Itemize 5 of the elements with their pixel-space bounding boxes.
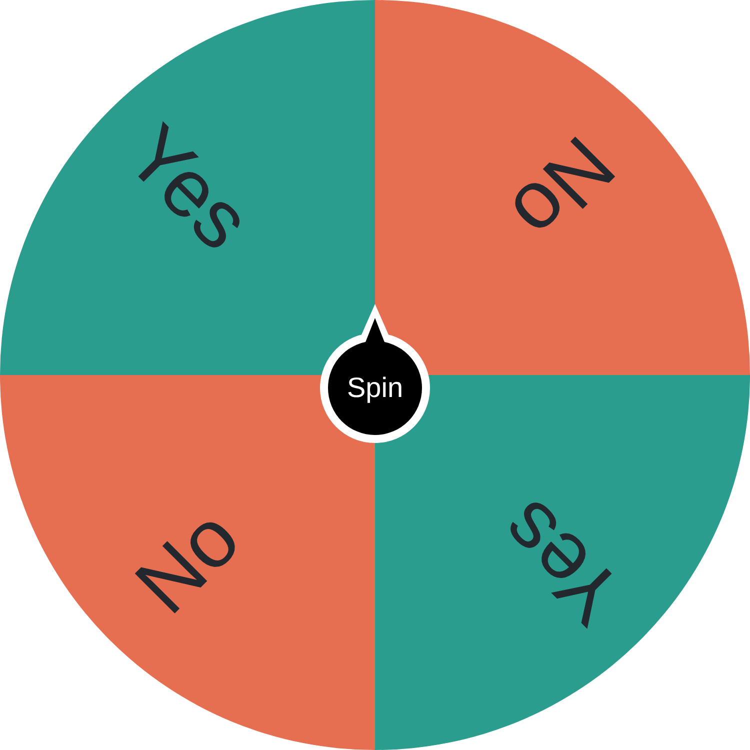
spin-label: Spin bbox=[346, 374, 404, 402]
segment-label: Yes bbox=[111, 111, 264, 264]
segment-label: No bbox=[122, 496, 254, 628]
segment-label: Yes bbox=[486, 486, 639, 639]
segment-label: No bbox=[496, 122, 628, 254]
